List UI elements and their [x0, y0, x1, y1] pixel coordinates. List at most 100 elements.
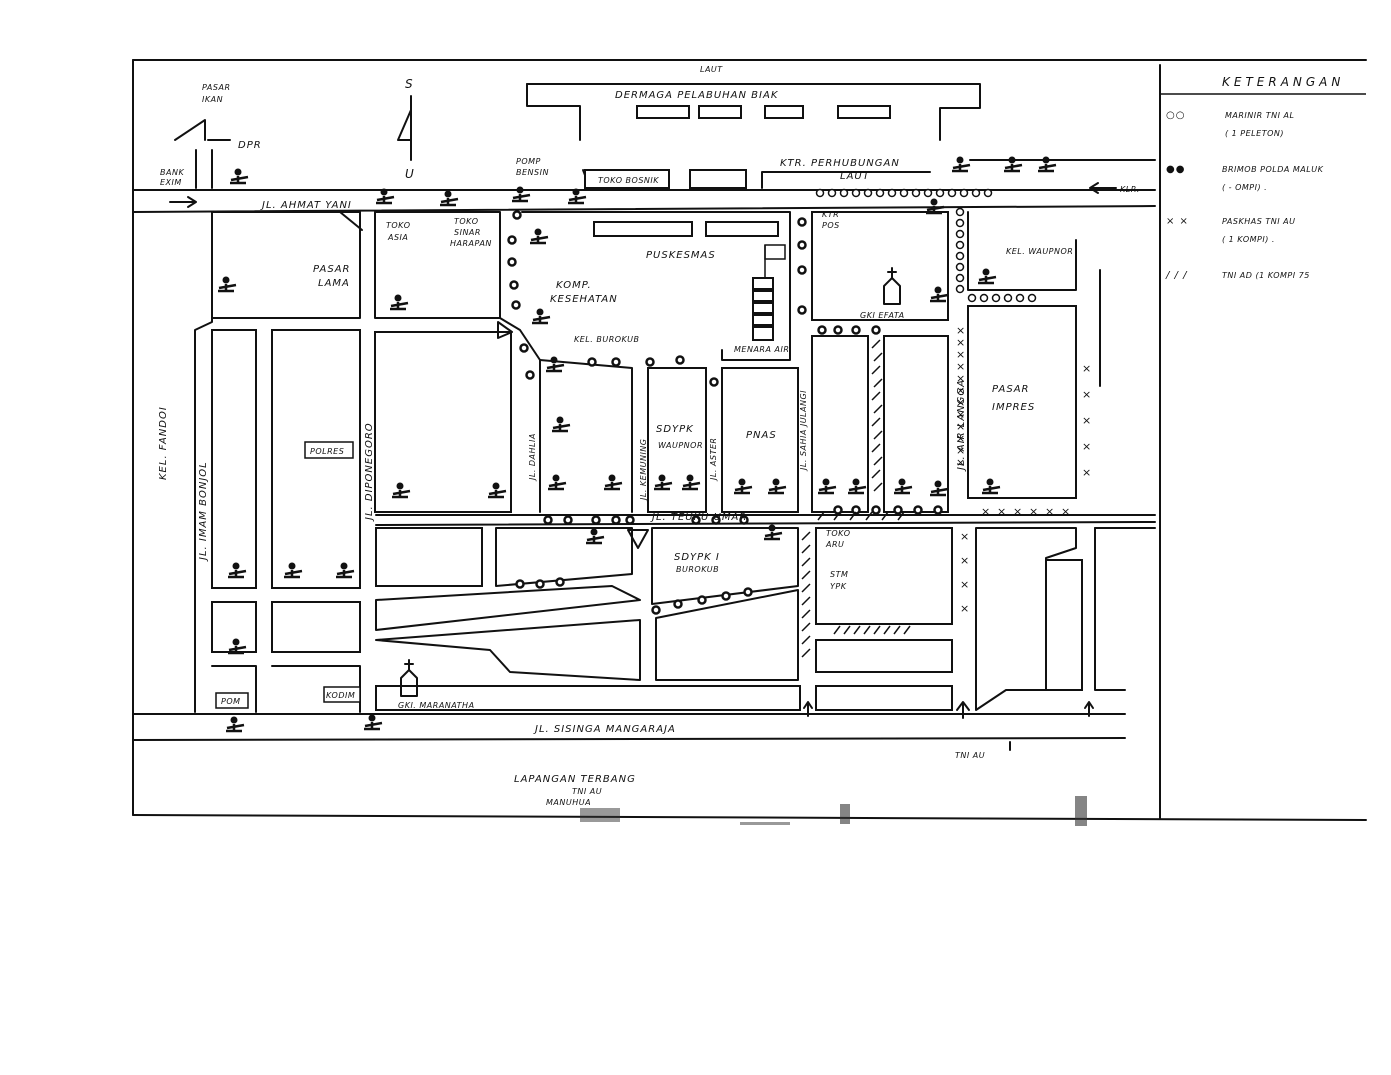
brimob-dot — [512, 210, 522, 220]
brimob-dot — [587, 357, 597, 367]
legend-item-label: TNI AD (1 KOMPI 75 — [1222, 271, 1310, 280]
brimob-dot — [721, 591, 731, 601]
soldier-icon — [228, 562, 247, 579]
soldier-head — [536, 308, 544, 316]
kel-burokub-label: KEL. BUROKUB — [574, 335, 640, 344]
tni-ad-hatch — [833, 511, 841, 521]
tni-ad-hatch — [833, 625, 841, 635]
soldier-body — [926, 205, 945, 215]
soldier-markers — [218, 156, 1057, 733]
ktr-perhubungan-label-2: LAUT — [840, 171, 870, 182]
sdypk1-label-2: BUROKUB — [676, 565, 719, 574]
polres-label: POLRES — [310, 447, 344, 456]
tni-ad-hatch — [893, 625, 901, 635]
paskhas-x: × — [960, 530, 969, 543]
tni-ad-hatch — [873, 404, 883, 414]
soldier-head — [934, 480, 942, 488]
tni-ad-hatch — [873, 430, 883, 440]
brimob-dot — [851, 505, 861, 515]
soldier-icon — [230, 168, 249, 185]
soldier-icon — [390, 294, 409, 311]
tni-ad-hatch — [801, 648, 811, 658]
marinir-circle — [955, 207, 965, 217]
marinir-circle — [923, 188, 933, 198]
soldier-icon — [586, 528, 605, 545]
soldier-body — [552, 423, 571, 433]
brimob-dot — [507, 257, 517, 267]
kel-fandoi-label: KEL. FANDOI — [158, 406, 169, 480]
soldier-body — [682, 481, 701, 491]
toko-sinar-label-2: SINAR — [454, 228, 481, 237]
tni-ad-hatch — [853, 625, 861, 635]
soldier-icon — [734, 478, 753, 495]
tni-ad-hatch — [801, 583, 811, 593]
tni-ad-hatch — [881, 511, 889, 521]
arrow-right-icon — [169, 196, 197, 208]
jl-teuku-umar-label: JL. TEUKU UMAR — [650, 512, 747, 523]
toko-sinar-label-3: HARAPAN — [450, 239, 492, 248]
soldier-head — [1008, 156, 1016, 164]
soldier-icon — [1038, 156, 1057, 173]
pasar-ikan-label-2: IKAN — [202, 95, 223, 104]
marinir-circle — [959, 188, 969, 198]
soldier-body — [440, 197, 459, 207]
marinir-circle — [899, 188, 909, 198]
soldier-head — [772, 478, 780, 486]
paskhas-x: × — [956, 444, 965, 457]
soldier-icon — [930, 286, 949, 303]
paskhas-x: × — [956, 432, 965, 445]
soldier-head — [550, 356, 558, 364]
jl-aster-label: JL. ASTER — [709, 438, 718, 482]
soldier-body — [364, 721, 383, 731]
brimob-dot — [933, 505, 943, 515]
brimob-dot — [797, 217, 807, 227]
paskhas-x: × — [956, 324, 965, 337]
soldier-head — [658, 474, 666, 482]
legend-symbol: ○○ — [1166, 110, 1185, 121]
komp-kesehatan-label-2: KESEHATAN — [550, 294, 618, 305]
soldier-head — [822, 478, 830, 486]
marinir-circle — [947, 188, 957, 198]
toko-asia-label-2: ASIA — [387, 233, 408, 242]
soldier-head — [768, 524, 776, 532]
soldier-icon — [488, 482, 507, 499]
soldier-body — [230, 175, 249, 185]
soldier-body — [764, 531, 783, 541]
soldier-body — [376, 195, 395, 205]
brimob-dot — [743, 587, 753, 597]
tni-ad-hatch — [873, 456, 883, 466]
tni-ad-markers — [801, 339, 911, 658]
brimob-markers — [507, 210, 943, 615]
soldier-head — [956, 156, 964, 164]
tni-ad-hatch — [801, 596, 811, 606]
legend-symbol: / / / — [1165, 270, 1188, 281]
marinir-circle — [991, 293, 1001, 303]
tni-ad-hatch — [871, 365, 881, 375]
arrow-up-icon — [956, 701, 970, 719]
bank-label: BANK — [160, 168, 184, 177]
pomp-label: POMP — [516, 157, 541, 166]
soldier-body — [930, 487, 949, 497]
soldier-icon — [654, 474, 673, 491]
tni-ad-hatch — [873, 352, 883, 362]
tni-ad-hatch — [883, 625, 891, 635]
lapangan-label: LAPANGAN TERBANG — [514, 774, 636, 785]
arrow-left-icon — [1089, 182, 1117, 194]
klr-label: KLR. — [1120, 185, 1140, 194]
brimob-dot — [625, 515, 635, 525]
soldier-icon — [978, 268, 997, 285]
puskesmas-label: PUSKESMAS — [646, 250, 716, 261]
soldier-head — [232, 562, 240, 570]
soldier-head — [982, 268, 990, 276]
soldier-icon — [376, 188, 395, 205]
soldier-icon — [440, 190, 459, 207]
soldier-head — [556, 416, 564, 424]
jl-sisinga-label: JL. SISINGA MANGARAJA — [533, 724, 676, 735]
soldier-head — [534, 228, 542, 236]
soldier-icon — [764, 524, 783, 541]
soldier-icon — [1004, 156, 1023, 173]
paskhas-x: × — [1082, 414, 1091, 427]
soldier-body — [228, 645, 247, 655]
soldier-head — [552, 474, 560, 482]
roads — [132, 119, 1156, 751]
